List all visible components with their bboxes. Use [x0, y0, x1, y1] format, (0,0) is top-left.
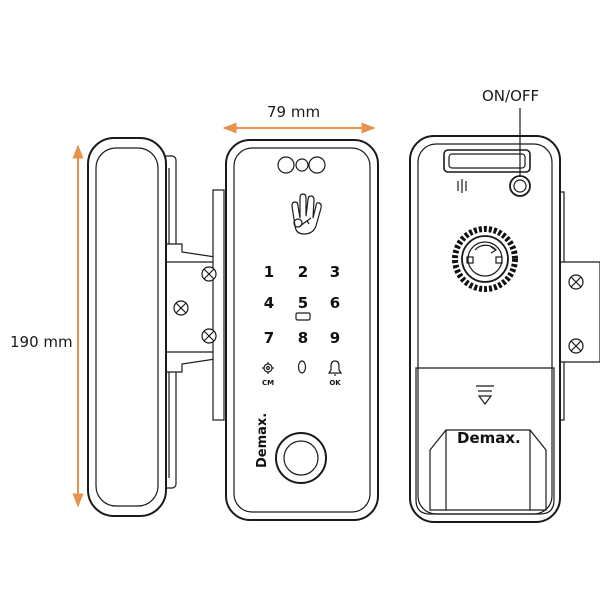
key-3[interactable]: 3 [330, 263, 340, 281]
key-6[interactable]: 6 [330, 294, 340, 312]
hand-key-icon [291, 193, 322, 235]
screw-icon [173, 300, 189, 316]
screw-icon [568, 274, 584, 290]
arrow-down-icon [477, 395, 493, 405]
key-7[interactable]: 7 [264, 329, 274, 347]
width-dimension: 79 mm [222, 103, 376, 134]
key-8[interactable]: 8 [298, 329, 308, 347]
width-label: 79 mm [267, 103, 320, 121]
brand-logo-vertical: Demax. [255, 413, 270, 468]
gear-icon[interactable] [262, 362, 274, 374]
screw-icon [568, 338, 584, 354]
side-view [87, 137, 225, 517]
screw-icon [201, 328, 217, 344]
sensor-icon [277, 156, 326, 174]
front-view: 1 2 3 4 5 6 7 8 9 CM [225, 139, 379, 521]
key-1[interactable]: 1 [264, 263, 274, 281]
height-dimension: 190 mm [10, 144, 84, 508]
cm-label: CM [262, 379, 274, 387]
fingerprint-sensor[interactable] [275, 432, 327, 484]
speaker-icon [457, 179, 467, 193]
keypad: 1 2 3 4 5 6 7 8 9 CM [262, 263, 343, 387]
unlock-icon [495, 256, 503, 264]
card-icon [295, 312, 311, 321]
key-2[interactable]: 2 [298, 263, 308, 281]
lock-icon [466, 256, 474, 264]
power-button[interactable] [509, 175, 531, 197]
thumb-turn-knob[interactable] [452, 226, 518, 292]
rear-view: ON/OFF Demax. [409, 87, 600, 523]
height-label: 190 mm [10, 333, 73, 351]
battery-cover[interactable] [415, 367, 555, 515]
ok-label: OK [329, 379, 341, 387]
power-label: ON/OFF [482, 87, 539, 105]
key-5[interactable]: 5 [298, 294, 308, 312]
brand-logo: Demax. [457, 429, 521, 447]
key-9[interactable]: 9 [330, 329, 340, 347]
bell-icon[interactable] [327, 360, 343, 376]
key-4[interactable]: 4 [264, 294, 274, 312]
screw-icon [201, 266, 217, 282]
key-0[interactable] [297, 360, 307, 374]
